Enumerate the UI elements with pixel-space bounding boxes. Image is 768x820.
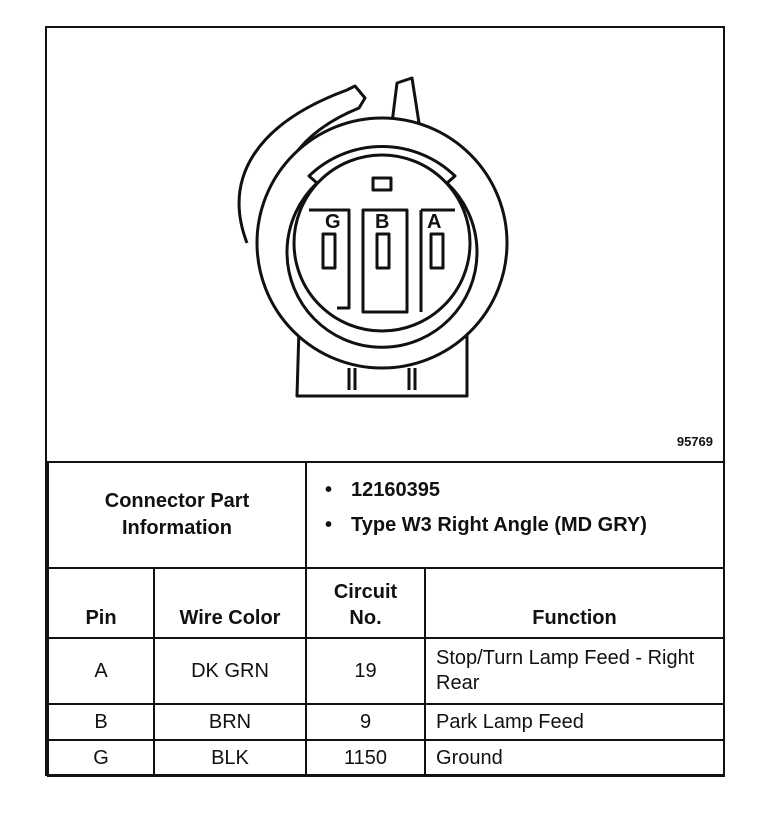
function-cell: Stop/Turn Lamp Feed - Right Rear <box>424 637 726 705</box>
terminal-a <box>429 232 445 270</box>
cavity-g <box>309 208 351 310</box>
circuit-cell: 1150 <box>305 739 427 777</box>
function-cell: Park Lamp Feed <box>424 703 726 741</box>
table-header-row: Pin Wire Color Circuit No. Function <box>47 567 726 639</box>
wire-color-cell: DK GRN <box>152 637 308 705</box>
pin-label-b: B <box>375 211 389 233</box>
wire-color-cell: BLK <box>152 739 308 777</box>
pin-cell: B <box>47 703 155 741</box>
cavity-b <box>361 208 409 314</box>
pin-label-g: G <box>325 211 341 233</box>
inner-ring <box>285 181 479 349</box>
pin-cell: A <box>47 637 155 705</box>
connector-type: Type W3 Right Angle (MD GRY) <box>325 512 723 539</box>
connector-part-info-values: 12160395 Type W3 Right Angle (MD GRY) <box>305 461 726 569</box>
connector-diagram: G B A 95769 <box>47 28 723 462</box>
connector-sheet: G B A 95769 Connector Part Information 1… <box>45 26 726 777</box>
connector-table: Connector Part Information 12160395 Type… <box>46 461 726 777</box>
function-cell: Ground <box>424 739 726 777</box>
table-row: B BRN 9 Park Lamp Feed <box>47 703 726 741</box>
part-number: 12160395 <box>325 477 723 504</box>
connector-part-info-row: Connector Part Information 12160395 Type… <box>46 461 726 569</box>
connector-part-info-label: Connector Part Information <box>46 461 308 569</box>
connector-face-drawing: G B A <box>237 76 509 398</box>
circuit-cell: 19 <box>305 637 427 705</box>
pin-cell: G <box>47 739 155 777</box>
header-circuit: Circuit No. <box>305 567 427 639</box>
wire-color-cell: BRN <box>152 703 308 741</box>
header-pin: Pin <box>47 567 155 639</box>
header-function: Function <box>424 567 726 639</box>
table-row: G BLK 1150 Ground <box>47 739 726 777</box>
terminal-b <box>375 232 391 270</box>
circuit-cell: 9 <box>305 703 427 741</box>
pin-label-a: A <box>427 211 441 233</box>
figure-number: 95769 <box>676 434 713 449</box>
terminal-g <box>321 232 337 270</box>
table-row: A DK GRN 19 Stop/Turn Lamp Feed - Right … <box>47 637 726 705</box>
header-wire-color: Wire Color <box>152 567 308 639</box>
